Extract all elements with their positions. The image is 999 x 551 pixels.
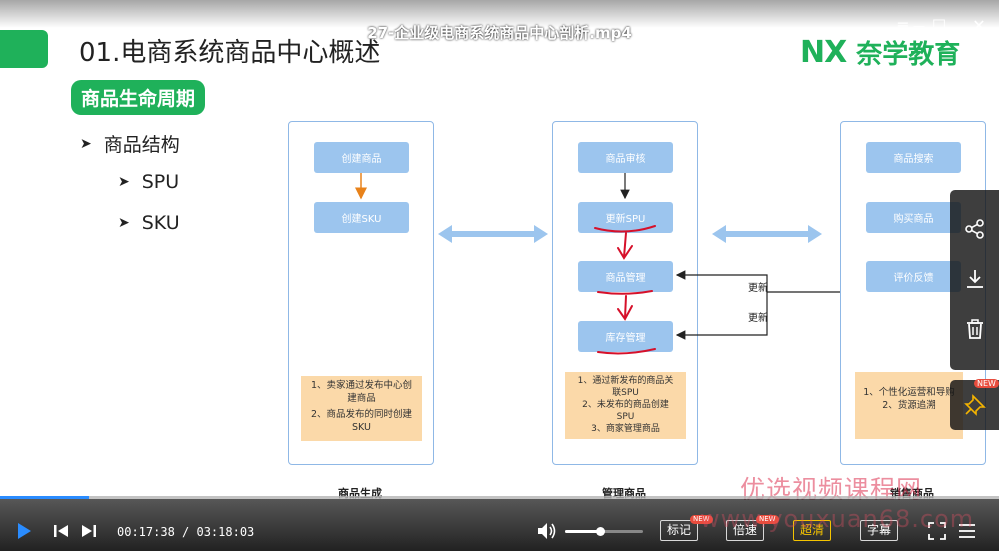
fullscreen-icon[interactable] — [927, 521, 947, 541]
brand-logo: NX — [800, 35, 847, 70]
volume-icon[interactable] — [536, 520, 558, 542]
bullet-arrow-icon: ➤ — [80, 135, 92, 152]
bullet-text: SKU — [141, 212, 180, 234]
volume-slider[interactable] — [565, 527, 643, 536]
slide: 01.电商系统商品中心概述 NX 奈学教育 商品生命周期 ➤ 商品结构 ➤ SP… — [0, 30, 986, 500]
flow-box: 更新SPU — [578, 202, 673, 233]
quality-button[interactable]: 超清 — [793, 520, 832, 541]
flow-box: 创建SKU — [314, 202, 409, 233]
share-icon[interactable] — [950, 207, 999, 251]
brand-name: 奈学教育 — [856, 40, 961, 70]
update-label: 更新 — [748, 313, 768, 324]
new-badge: NEW — [974, 379, 999, 388]
bullet-arrow-icon: ➤ — [118, 215, 130, 231]
panel-note: 1、个性化运营和导购 2、货源追溯 — [855, 372, 963, 439]
slide-title: 01.电商系统商品中心概述 — [79, 38, 381, 68]
flow-box: 评价反馈 — [866, 261, 961, 292]
menu-icon[interactable]: ≡ — [896, 16, 910, 35]
double-arrow — [438, 225, 548, 243]
flow-box: 创建商品 — [314, 142, 409, 173]
download-icon[interactable] — [950, 257, 999, 301]
section-pill: 商品生命周期 — [71, 80, 206, 115]
volume-knob[interactable] — [596, 527, 606, 536]
panel-note: 1、卖家通过发布中心创 建商品 2、商品发布的同时创建 SKU — [301, 376, 422, 441]
close-icon[interactable]: ✕ — [972, 16, 986, 35]
time-separator: / — [182, 525, 197, 539]
update-label: 更新 — [748, 283, 768, 294]
control-bar: 00:17:38 / 03:18:03 标记 NEW 倍速 NEW 超清 字幕 — [0, 499, 999, 551]
bullet-level2: ➤ SPU — [118, 171, 179, 193]
panel-note: 1、通过新发布的商品关 联SPU 2、未发布的商品创建 SPU 3、商家管理商品 — [565, 372, 686, 439]
flow-box: 购买商品 — [866, 202, 961, 233]
next-icon[interactable] — [80, 522, 98, 540]
side-toolbar — [950, 190, 999, 370]
trash-icon[interactable] — [950, 307, 999, 351]
minimize-icon[interactable]: — — [913, 19, 925, 33]
new-badge: NEW — [690, 515, 713, 524]
diagram-connectors — [355, 173, 840, 355]
mark-button[interactable]: 标记 — [660, 520, 699, 541]
pin-icon[interactable] — [950, 380, 999, 430]
previous-icon[interactable] — [52, 522, 70, 540]
video-title: 27-企业级电商系统商品中心剖析.mp4 — [367, 24, 632, 42]
bullet-text: 商品结构 — [103, 134, 180, 156]
player-titlebar — [0, 0, 999, 28]
red-annotations — [594, 225, 656, 355]
time-display: 00:17:38 / 03:18:03 — [117, 525, 254, 539]
progress-bar[interactable] — [0, 496, 999, 499]
watermark-text: 优选视频课程网 — [740, 475, 923, 500]
flow-box: 库存管理 — [578, 321, 673, 352]
brand: NX 奈学教育 — [800, 34, 960, 71]
total-time: 03:18:03 — [196, 525, 255, 539]
playlist-icon[interactable] — [957, 521, 977, 541]
play-icon[interactable] — [14, 521, 34, 541]
subtitle-button[interactable]: 字幕 — [860, 520, 899, 541]
maximize-icon[interactable]: ☐ — [931, 16, 947, 35]
bullet-level1: ➤ 商品结构 — [80, 130, 180, 157]
flow-box: 商品审核 — [578, 142, 673, 173]
slide-accent-tab — [0, 30, 48, 68]
volume-fill — [565, 530, 601, 533]
new-badge: NEW — [756, 515, 779, 524]
current-time: 00:17:38 — [117, 525, 175, 539]
panel-product-creation: 创建商品 创建SKU 1、卖家通过发布中心创 建商品 2、商品发布的同时创建 S… — [288, 121, 434, 465]
watermark-url: www.youxuan68.com — [700, 505, 975, 533]
speed-button[interactable]: 倍速 — [726, 520, 765, 541]
flow-box: 商品搜索 — [866, 142, 961, 173]
bullet-text: SPU — [141, 171, 180, 193]
flow-box: 商品管理 — [578, 261, 673, 292]
bullet-level2: ➤ SKU — [118, 212, 180, 234]
progress-fill — [0, 496, 89, 499]
double-arrow — [712, 225, 822, 243]
bullet-arrow-icon: ➤ — [118, 174, 130, 190]
